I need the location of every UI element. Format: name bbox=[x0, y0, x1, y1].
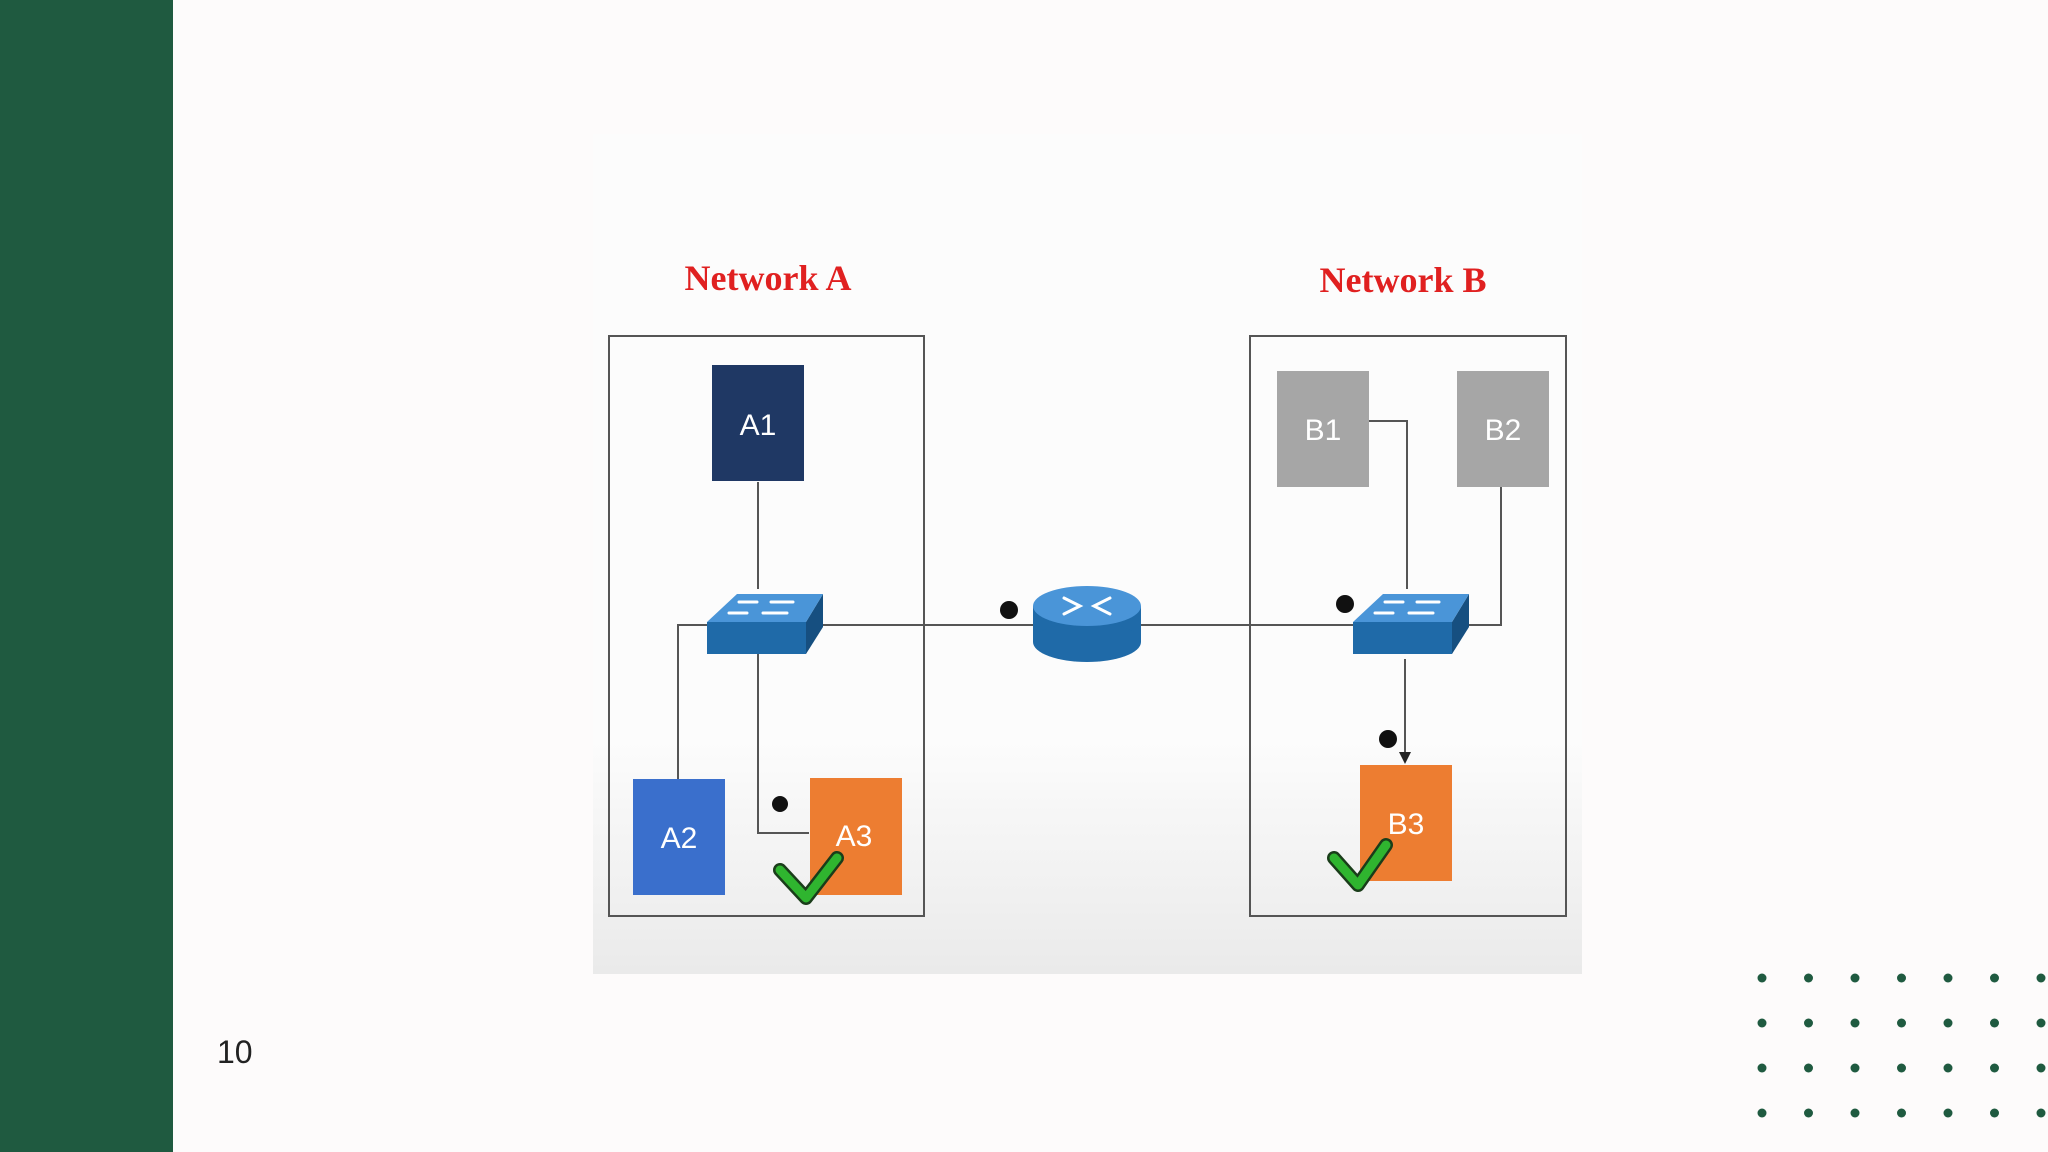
decorative-dot bbox=[1757, 1063, 1767, 1073]
decorative-dot bbox=[2036, 1108, 2046, 1118]
network-diagram: Network A Network B A1 bbox=[593, 134, 1582, 974]
switch-icon bbox=[1353, 594, 1469, 654]
host-a1: A1 bbox=[712, 365, 804, 481]
network-a-title: Network A bbox=[685, 258, 852, 298]
packet-dots bbox=[772, 595, 1397, 812]
decorative-dot bbox=[1943, 1108, 1953, 1118]
connection-lines bbox=[677, 420, 1502, 834]
decorative-dot bbox=[1804, 1063, 1813, 1073]
decorative-dot bbox=[1990, 1063, 1999, 1073]
page-number: 10 bbox=[217, 1034, 253, 1070]
decorative-dot bbox=[1850, 1018, 1860, 1028]
host-a1-label: A1 bbox=[740, 409, 777, 442]
router-icon bbox=[1033, 586, 1141, 662]
decorative-dot bbox=[1850, 973, 1860, 983]
decorative-dot bbox=[1804, 1018, 1813, 1028]
decorative-dot bbox=[1850, 1063, 1860, 1073]
decorative-dot bbox=[2036, 1063, 2046, 1073]
decorative-dot bbox=[1990, 973, 1999, 983]
host-b1: B1 bbox=[1277, 371, 1369, 487]
decorative-dot bbox=[1757, 1108, 1767, 1118]
decorative-dot bbox=[1897, 973, 1906, 983]
host-b2: B2 bbox=[1457, 371, 1549, 487]
network-b-title: Network B bbox=[1320, 260, 1487, 300]
host-a3-label: A3 bbox=[836, 820, 873, 853]
decorative-dot bbox=[1757, 973, 1767, 983]
host-b1-label: B1 bbox=[1305, 414, 1342, 447]
arrowhead bbox=[1399, 752, 1411, 764]
decorative-dot bbox=[1897, 1108, 1906, 1118]
decorative-dot bbox=[2036, 1018, 2046, 1028]
decorative-dot bbox=[1897, 1063, 1906, 1073]
decorative-dot bbox=[2036, 973, 2046, 983]
decorative-dot bbox=[1943, 973, 1953, 983]
decorative-dot bbox=[1943, 1063, 1953, 1073]
checkmark-icon bbox=[773, 851, 844, 905]
host-b2-label: B2 bbox=[1485, 414, 1522, 447]
decorative-dot bbox=[1943, 1018, 1953, 1028]
decorative-dot bbox=[1757, 1018, 1767, 1028]
switch-icon bbox=[707, 594, 823, 654]
host-a2: A2 bbox=[633, 779, 725, 895]
decorative-dot bbox=[1850, 1108, 1860, 1118]
sidebar-accent-bar bbox=[0, 0, 173, 1152]
decorative-dot bbox=[1897, 1018, 1906, 1028]
decorative-dot bbox=[1804, 1108, 1813, 1118]
decorative-dot bbox=[1804, 973, 1813, 983]
decorative-dot bbox=[1990, 1018, 1999, 1028]
checkmark-icon bbox=[1327, 838, 1393, 892]
host-b3-label: B3 bbox=[1388, 808, 1425, 841]
decorative-dot-grid bbox=[1750, 968, 2048, 1152]
host-a2-label: A2 bbox=[661, 822, 698, 855]
decorative-dot bbox=[1990, 1108, 1999, 1118]
